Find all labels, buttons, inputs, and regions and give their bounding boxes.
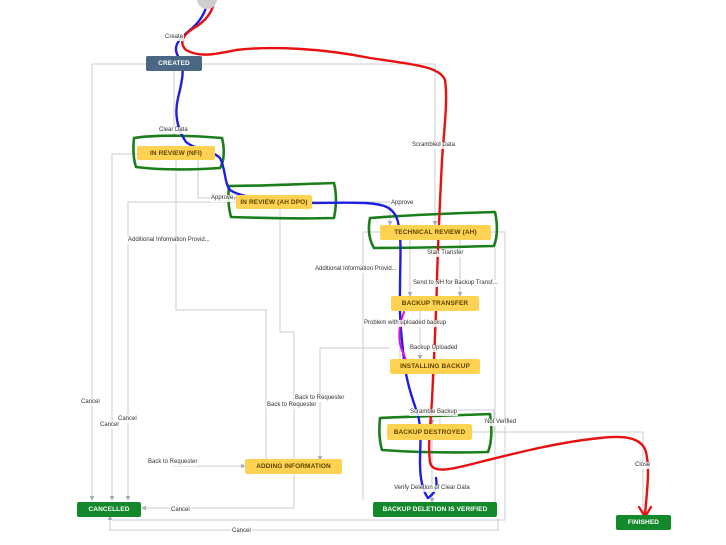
status-in-review-nfi[interactable]: In Review (NFI) — [137, 146, 215, 160]
transition-cancel-2[interactable]: Cancel — [117, 416, 138, 423]
status-backup-destroyed[interactable]: Backup Destroyed — [387, 424, 472, 440]
transition-approve-1[interactable]: Approve — [210, 195, 235, 202]
status-backup-deletion-verified[interactable]: Backup Deletion is Verified — [373, 502, 497, 517]
transition-scramble-backup[interactable]: Scramble Backup — [409, 409, 459, 416]
transition-start-transfer[interactable]: Start Transfer — [426, 250, 465, 257]
transition-additional-info-2[interactable]: Additional Information Provid... — [314, 266, 398, 273]
status-technical-review-ah[interactable]: Technical Review (AH) — [380, 225, 491, 240]
transition-send-to-nh[interactable]: Send to NH for Backup Transf... — [412, 280, 499, 287]
transition-back-to-requester-3[interactable]: Back to Requester — [147, 459, 199, 466]
transition-additional-info-1[interactable]: Additional Information Provid... — [127, 237, 211, 244]
transition-problem-uploaded[interactable]: Problem with uploaded backup — [363, 320, 448, 327]
transition-close[interactable]: Close — [634, 462, 652, 469]
status-finished[interactable]: Finished — [616, 515, 671, 530]
red-path-annotation — [181, 0, 650, 517]
transition-create[interactable]: Create — [164, 34, 185, 41]
transition-verify-deletion[interactable]: Verify Deletion of Clear Data — [393, 485, 471, 492]
transition-cancel-5[interactable]: Cancel — [231, 528, 252, 535]
transition-cancel-4[interactable]: Cancel — [170, 507, 191, 514]
transition-cancel-3[interactable]: Cancel — [99, 422, 120, 429]
status-in-review-ah-dpo[interactable]: In Review (AH DPO) — [236, 195, 312, 209]
status-adding-information[interactable]: Adding Information — [245, 459, 342, 474]
status-installing-backup[interactable]: Installing Backup — [390, 359, 480, 374]
transition-approve-2[interactable]: Approve — [390, 200, 415, 207]
transition-not-verified[interactable]: Not Verified — [484, 419, 518, 426]
transition-back-to-requester-1[interactable]: Back to Requester — [294, 395, 346, 402]
transition-backup-uploaded[interactable]: Backup Uploaded — [409, 345, 459, 352]
transition-back-to-requester-2[interactable]: Back to Requester — [266, 402, 318, 409]
transition-scrambled-data[interactable]: Scrambled Data — [411, 142, 457, 149]
status-backup-transfer[interactable]: Backup Transfer — [391, 296, 479, 311]
status-created[interactable]: Created — [146, 56, 202, 71]
transition-clear-data[interactable]: Clear Data — [158, 127, 189, 134]
status-cancelled[interactable]: Cancelled — [77, 502, 141, 517]
start-node — [197, 0, 217, 9]
transition-cancel-1[interactable]: Cancel — [80, 399, 101, 406]
